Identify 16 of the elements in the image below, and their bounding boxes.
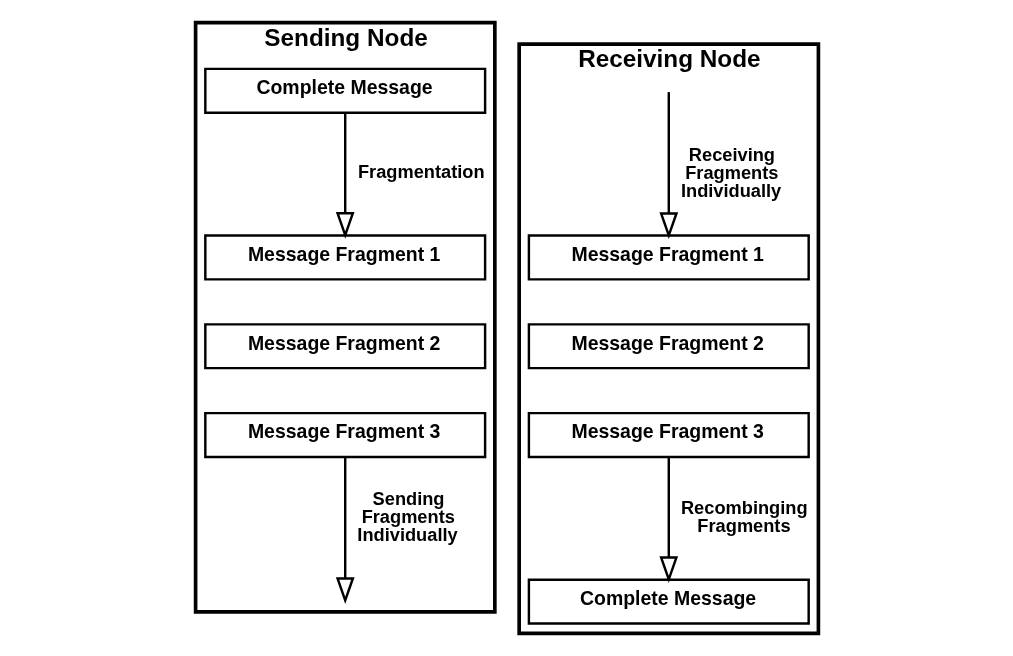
arrow — [335, 112, 355, 239]
node-box: Message Fragment 1 — [527, 234, 810, 281]
arrow — [658, 457, 678, 583]
arrow — [658, 92, 678, 240]
node-box: Message Fragment 1 — [203, 234, 486, 281]
arrow — [335, 457, 355, 605]
edge-label: Fragmentation — [357, 160, 485, 182]
edge-label: Sending Fragments Individually — [356, 487, 458, 546]
edge-label: Receiving Fragments Individually — [680, 143, 781, 202]
edge-label: Recombinging Fragments — [680, 496, 808, 536]
node-box: Message Fragment 2 — [527, 323, 810, 370]
node-box: Complete Message — [203, 67, 486, 114]
node-box: Message Fragment 2 — [203, 323, 486, 370]
node-box: Complete Message — [527, 578, 810, 625]
node-box: Message Fragment 3 — [527, 411, 810, 459]
node-box: Message Fragment 3 — [203, 411, 486, 459]
